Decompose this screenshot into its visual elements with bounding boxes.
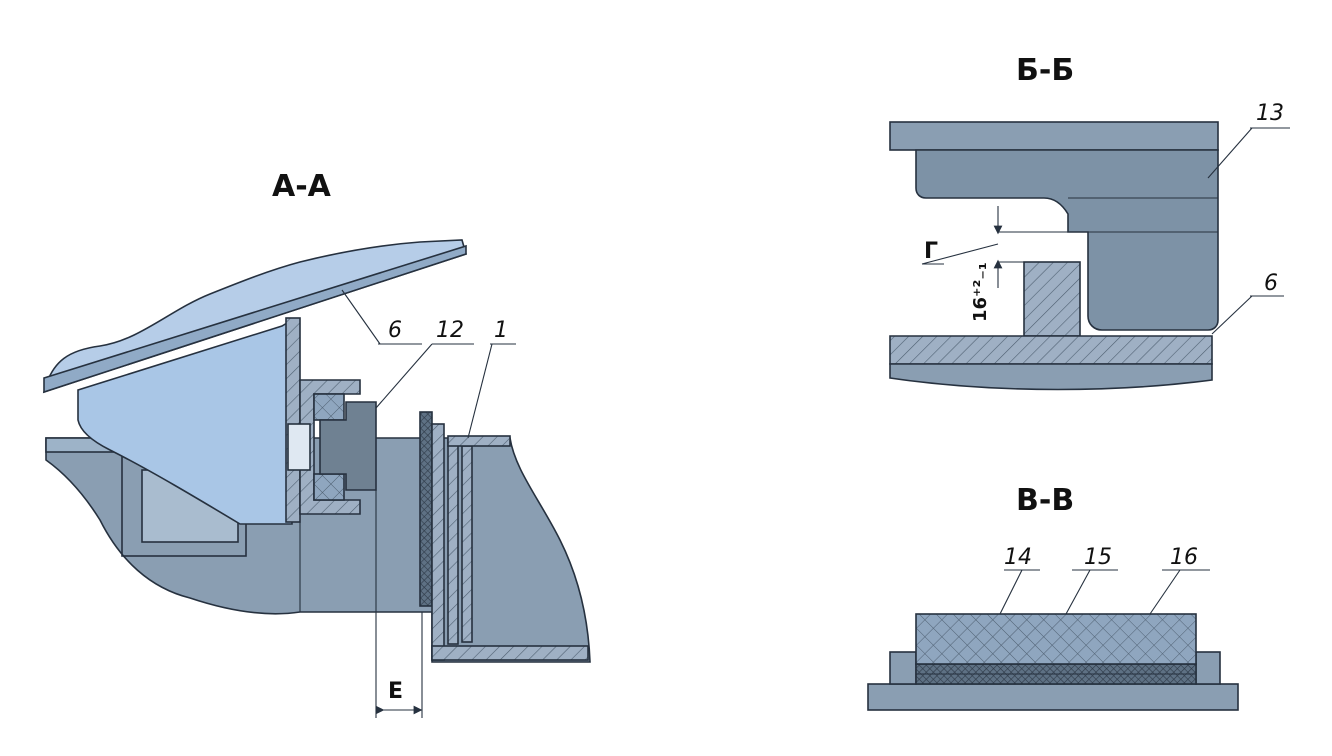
aa-label-6: 6 [388,318,402,343]
view-bb: Б-Б Г 16⁺²₋₁ 13 6 [889,53,1290,391]
housing-gap [287,423,311,471]
housing-cross-top [313,393,345,421]
bb-label-g: Г [924,239,938,264]
view-vv: В-В 14 15 16 [867,483,1239,711]
bb-label-6: 6 [1264,271,1278,296]
vv-label-16: 16 [1170,545,1198,570]
part-1-bottom [431,645,589,661]
vv-step-right [1195,651,1221,685]
vv-step-left [889,651,917,685]
vv-base [867,683,1239,711]
bb-post [1023,261,1081,337]
bb-label-dim: 16⁺²₋₁ [970,262,991,322]
vv-label-14: 14 [1004,545,1032,570]
aa-label-e: E [388,679,403,704]
bb-label-13: 13 [1256,101,1284,126]
part-1-strip-a [419,411,433,607]
aa-label-12: 12 [436,318,464,343]
view-aa-title: A-A [272,169,332,204]
part-1-strip-b [431,423,445,661]
hatched-wall [285,317,301,523]
aa-label-1: 1 [494,318,508,343]
view-bb-title: Б-Б [1016,53,1074,88]
part-1-strip-c [447,439,459,645]
vv-label-15: 15 [1084,545,1112,570]
plate-6-edge [43,244,467,394]
view-aa: A-A 6 [42,169,591,718]
part-1-top [447,435,511,447]
view-vv-title: В-В [1016,483,1074,518]
base-body [45,437,591,663]
bb-plate-6 [889,335,1213,365]
part-1-strip-d [461,445,473,643]
bb-top-plate [889,121,1219,151]
housing-cross-bottom [313,473,345,501]
bb-plate-6-lower [889,363,1213,391]
vv-top-block [915,613,1197,665]
bracket [77,318,293,525]
